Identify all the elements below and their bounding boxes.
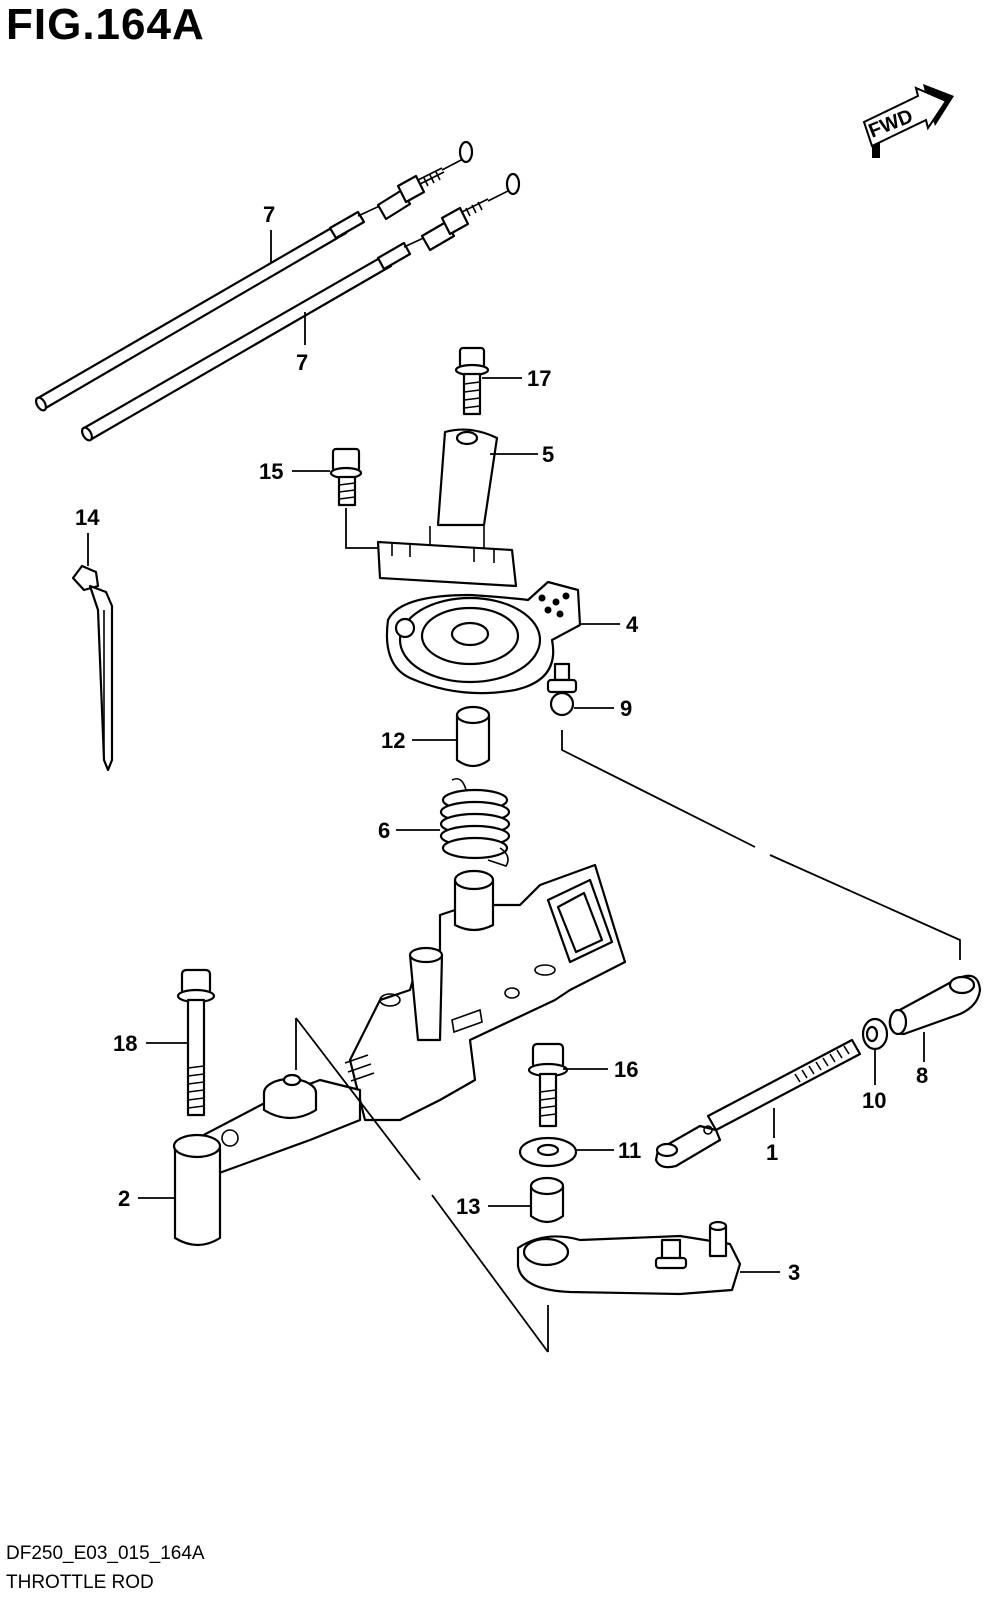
throttle-lever-arm (172, 1073, 362, 1247)
throttle-cable-upper (34, 140, 474, 412)
callout-8: 8 (916, 1063, 928, 1088)
bolt-15 (329, 447, 363, 507)
washer-11 (518, 1136, 578, 1168)
diagram-name: THROTTLE ROD (6, 1572, 154, 1593)
throttle-cable-lower (80, 172, 521, 442)
callout-10: 10 (862, 1088, 886, 1113)
callout-17: 17 (527, 366, 551, 391)
rod-end-8 (888, 974, 982, 1036)
callout-labels: 7 7 17 5 15 4 9 12 6 14 18 2 16 11 13 3 … (75, 202, 928, 1285)
callout-4: 4 (626, 612, 639, 637)
leader-lines (87, 230, 925, 1273)
collar-12 (455, 705, 491, 768)
return-spring (439, 777, 511, 867)
callout-11: 11 (618, 1138, 641, 1163)
forward-arrow-icon: FWD (862, 84, 954, 158)
callout-12: 12 (381, 728, 405, 753)
callout-18: 18 (113, 1031, 137, 1056)
callout-13: 13 (456, 1194, 480, 1219)
collar-13 (529, 1176, 565, 1224)
callout-5: 5 (542, 442, 554, 467)
callout-3: 3 (788, 1260, 800, 1285)
callout-15: 15 (259, 459, 283, 484)
nut-10 (861, 1017, 889, 1051)
bolt-18 (176, 968, 216, 1117)
callout-14: 14 (75, 505, 100, 530)
lever-3 (516, 1220, 742, 1296)
main-bracket (344, 863, 627, 1122)
bolt-17 (454, 346, 490, 416)
callout-2: 2 (118, 1186, 130, 1211)
callout-6: 6 (378, 818, 390, 843)
callout-16: 16 (614, 1057, 638, 1082)
callout-1: 1 (766, 1140, 778, 1165)
callout-7-lower: 7 (296, 350, 308, 375)
assembly-lines (295, 730, 961, 1353)
throttle-plate (385, 580, 582, 695)
cable-tie (71, 564, 114, 772)
callout-9: 9 (620, 696, 632, 721)
callout-7-upper: 7 (263, 202, 275, 227)
bolt-16 (527, 1042, 569, 1128)
throttle-rod (654, 1038, 862, 1169)
ball-joint (546, 662, 578, 717)
diagram-code: DF250_E03_015_164A (6, 1543, 205, 1564)
cable-bracket (376, 428, 518, 588)
figure-title: FIG.164A (6, 0, 205, 49)
